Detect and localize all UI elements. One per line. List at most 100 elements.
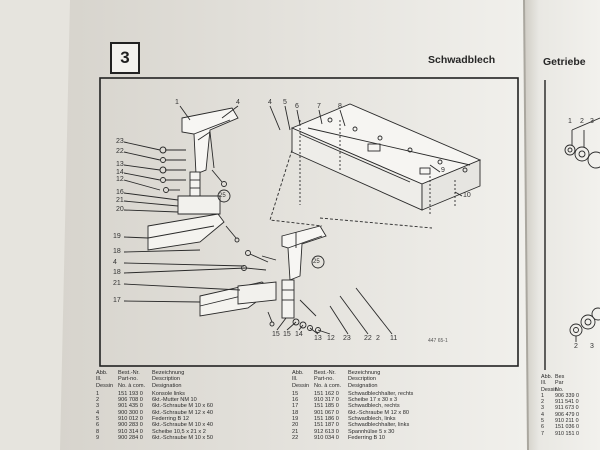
cell-num: 151 036 0 — [555, 424, 579, 431]
header-num: Best.-Nr. — [314, 370, 336, 376]
callout-label: 17 — [113, 297, 121, 304]
cell-num: 910 034 0 — [314, 434, 339, 441]
callout-label: 14 — [116, 169, 124, 176]
cell-des: Schwadblechhalter, links — [348, 422, 410, 429]
callout-label: 3 — [590, 118, 594, 125]
cell-num: 912 613 0 — [314, 428, 339, 435]
callout-label: 13 — [116, 161, 124, 168]
header-des: Designation — [348, 382, 378, 389]
callout-label: 21 — [113, 280, 121, 287]
header-des: Designation — [152, 382, 182, 389]
callout-label: 3 — [590, 343, 594, 350]
header-des: Bezeichnung — [348, 370, 381, 376]
callout-label: 14 — [295, 331, 303, 338]
cell-des: 6kt.-Schraube M 10 x 50 — [152, 434, 213, 441]
cell-abb: 3 — [541, 405, 544, 412]
cell-num: 901 435 0 — [118, 403, 143, 410]
header-num: Part-no. — [118, 376, 138, 383]
callout-label: 4 — [113, 259, 117, 266]
callout-label: 20 — [116, 206, 124, 213]
table-header: Abb.Ill.Dessin Best.-Nr.Part-no.No. à co… — [292, 370, 438, 389]
cell-abb: 6 — [96, 422, 100, 429]
cell-abb: Dessin — [541, 386, 558, 393]
header-abb: Ill. — [96, 376, 102, 383]
cell-des: 6kt.-Schraube M 12 x 80 — [348, 409, 409, 416]
cell-num: Par — [555, 380, 564, 387]
callout-label: 2 — [376, 335, 380, 342]
table-row: 9 900 284 0 6kt.-Schraube M 10 x 50 — [96, 435, 242, 441]
header-num: No. à com. — [118, 382, 146, 389]
cell-des: Federring B 10 — [348, 434, 386, 441]
cell-num: 910 317 0 — [314, 397, 339, 404]
cell-num: Bes — [555, 374, 565, 380]
right-page-title: Getriebe — [543, 56, 586, 68]
section-number-box: 3 — [110, 42, 140, 74]
callout-label: 15 — [283, 331, 291, 338]
callout-label: 2 — [580, 118, 584, 125]
cell-abb: 6 — [541, 424, 544, 431]
cell-abb: 21 — [292, 428, 299, 435]
cell-abb: 5 — [541, 418, 544, 425]
callout-label: 11 — [390, 335, 398, 342]
callout-label: 2 — [574, 343, 578, 350]
callout-label: 4 — [236, 99, 240, 106]
cell-des: Konsole links — [152, 390, 185, 397]
cell-abb: 2 — [96, 397, 100, 404]
header-des: Description — [152, 376, 180, 383]
cell-des: Scheibe 10,5 x 21 x 2 — [152, 428, 206, 435]
header-abb: Abb. — [96, 370, 108, 376]
cell-abb: 7 — [541, 430, 544, 437]
callout-label: 6 — [295, 103, 299, 110]
callout-label: 25 — [219, 193, 226, 199]
header-abb: Abb. — [292, 370, 304, 376]
cell-num: 151 185 0 — [314, 403, 339, 410]
cell-des: Schwadblech, rechts — [348, 403, 400, 410]
gearbox-drawing — [564, 117, 600, 342]
table-row: 1 906 339 0 — [541, 393, 579, 399]
callout-label: 23 — [343, 335, 351, 342]
cell-abb: Ill. — [541, 380, 547, 387]
callout-label: 8 — [338, 103, 342, 110]
header-abb: Dessin — [96, 382, 114, 389]
cell-abb: 9 — [96, 434, 100, 441]
right-page — [524, 0, 600, 450]
callout-label: 22 — [116, 148, 124, 155]
cell-abb: 1 — [541, 392, 544, 399]
cell-num: 900 284 0 — [118, 434, 143, 441]
header-des: Description — [348, 376, 376, 383]
callout-label: 23 — [116, 138, 124, 145]
cell-abb: 5 — [96, 416, 100, 423]
callout-label: 19 — [113, 233, 121, 240]
table-row: 20 151 187 0 Schwadblechhalter, links — [292, 422, 438, 428]
drawing-frame — [99, 77, 519, 367]
callout-label: 1 — [568, 118, 572, 125]
cell-num: 906 708 0 — [118, 397, 143, 404]
drawing-number: 447 65-1 — [428, 338, 448, 344]
callout-label: 21 — [116, 197, 124, 204]
cell-abb: 20 — [292, 422, 299, 429]
cell-num: 901 067 0 — [314, 409, 339, 416]
cell-num: 911 673 0 — [555, 405, 579, 412]
cell-des: Schwadblechhalter, rechts — [348, 390, 414, 397]
callout-label: 1 — [175, 99, 179, 106]
header-des: Bezeichnung — [152, 370, 185, 376]
cell-num: 906 339 0 — [555, 392, 579, 399]
cell-abb: 19 — [292, 416, 299, 423]
cell-num: 151 187 0 — [314, 422, 339, 429]
callout-label: 22 — [364, 335, 372, 342]
header-abb: Ill. — [292, 376, 298, 383]
page-title: Schwadblech — [428, 54, 496, 66]
